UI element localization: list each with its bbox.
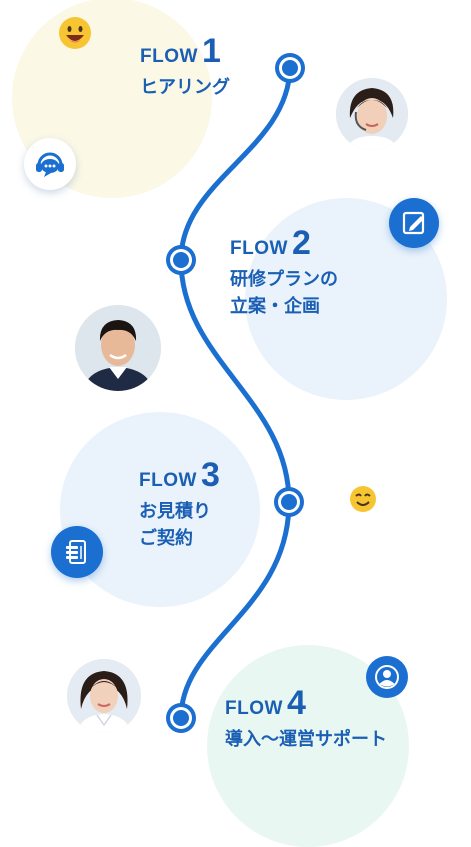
flow-label: FLOW <box>230 238 288 259</box>
flow-number: 1 <box>201 32 221 70</box>
flow-label: FLOW <box>139 470 197 491</box>
flow-step-2-title: 研修プランの 立案・企画 <box>230 269 338 317</box>
flow-number: 2 <box>291 224 311 262</box>
smile-emoji-icon <box>58 16 92 50</box>
flow-label: FLOW <box>225 698 283 719</box>
flow-number: 3 <box>200 456 220 494</box>
wink-emoji-icon <box>349 485 377 513</box>
flow-step-3-title: お見積り ご契約 <box>139 501 211 549</box>
node-flow-1 <box>275 53 305 83</box>
node-flow-4 <box>166 703 196 733</box>
node-flow-3 <box>274 487 304 517</box>
headset-chat-icon <box>24 138 76 190</box>
user-icon <box>366 656 408 698</box>
flow-label: FLOW <box>140 46 198 67</box>
flow-step-1-title: ヒアリング <box>140 77 230 98</box>
document-edit-icon <box>389 198 439 248</box>
receipt-icon <box>51 526 103 578</box>
operator-photo <box>336 78 408 150</box>
node-flow-2 <box>166 245 196 275</box>
businesswoman-photo <box>67 659 141 733</box>
flow-step-4-title: 導入〜運営サポート <box>225 729 387 750</box>
consultant-man-photo <box>75 305 161 391</box>
bubble-flow-3 <box>60 412 260 607</box>
flow-number: 4 <box>286 684 306 722</box>
